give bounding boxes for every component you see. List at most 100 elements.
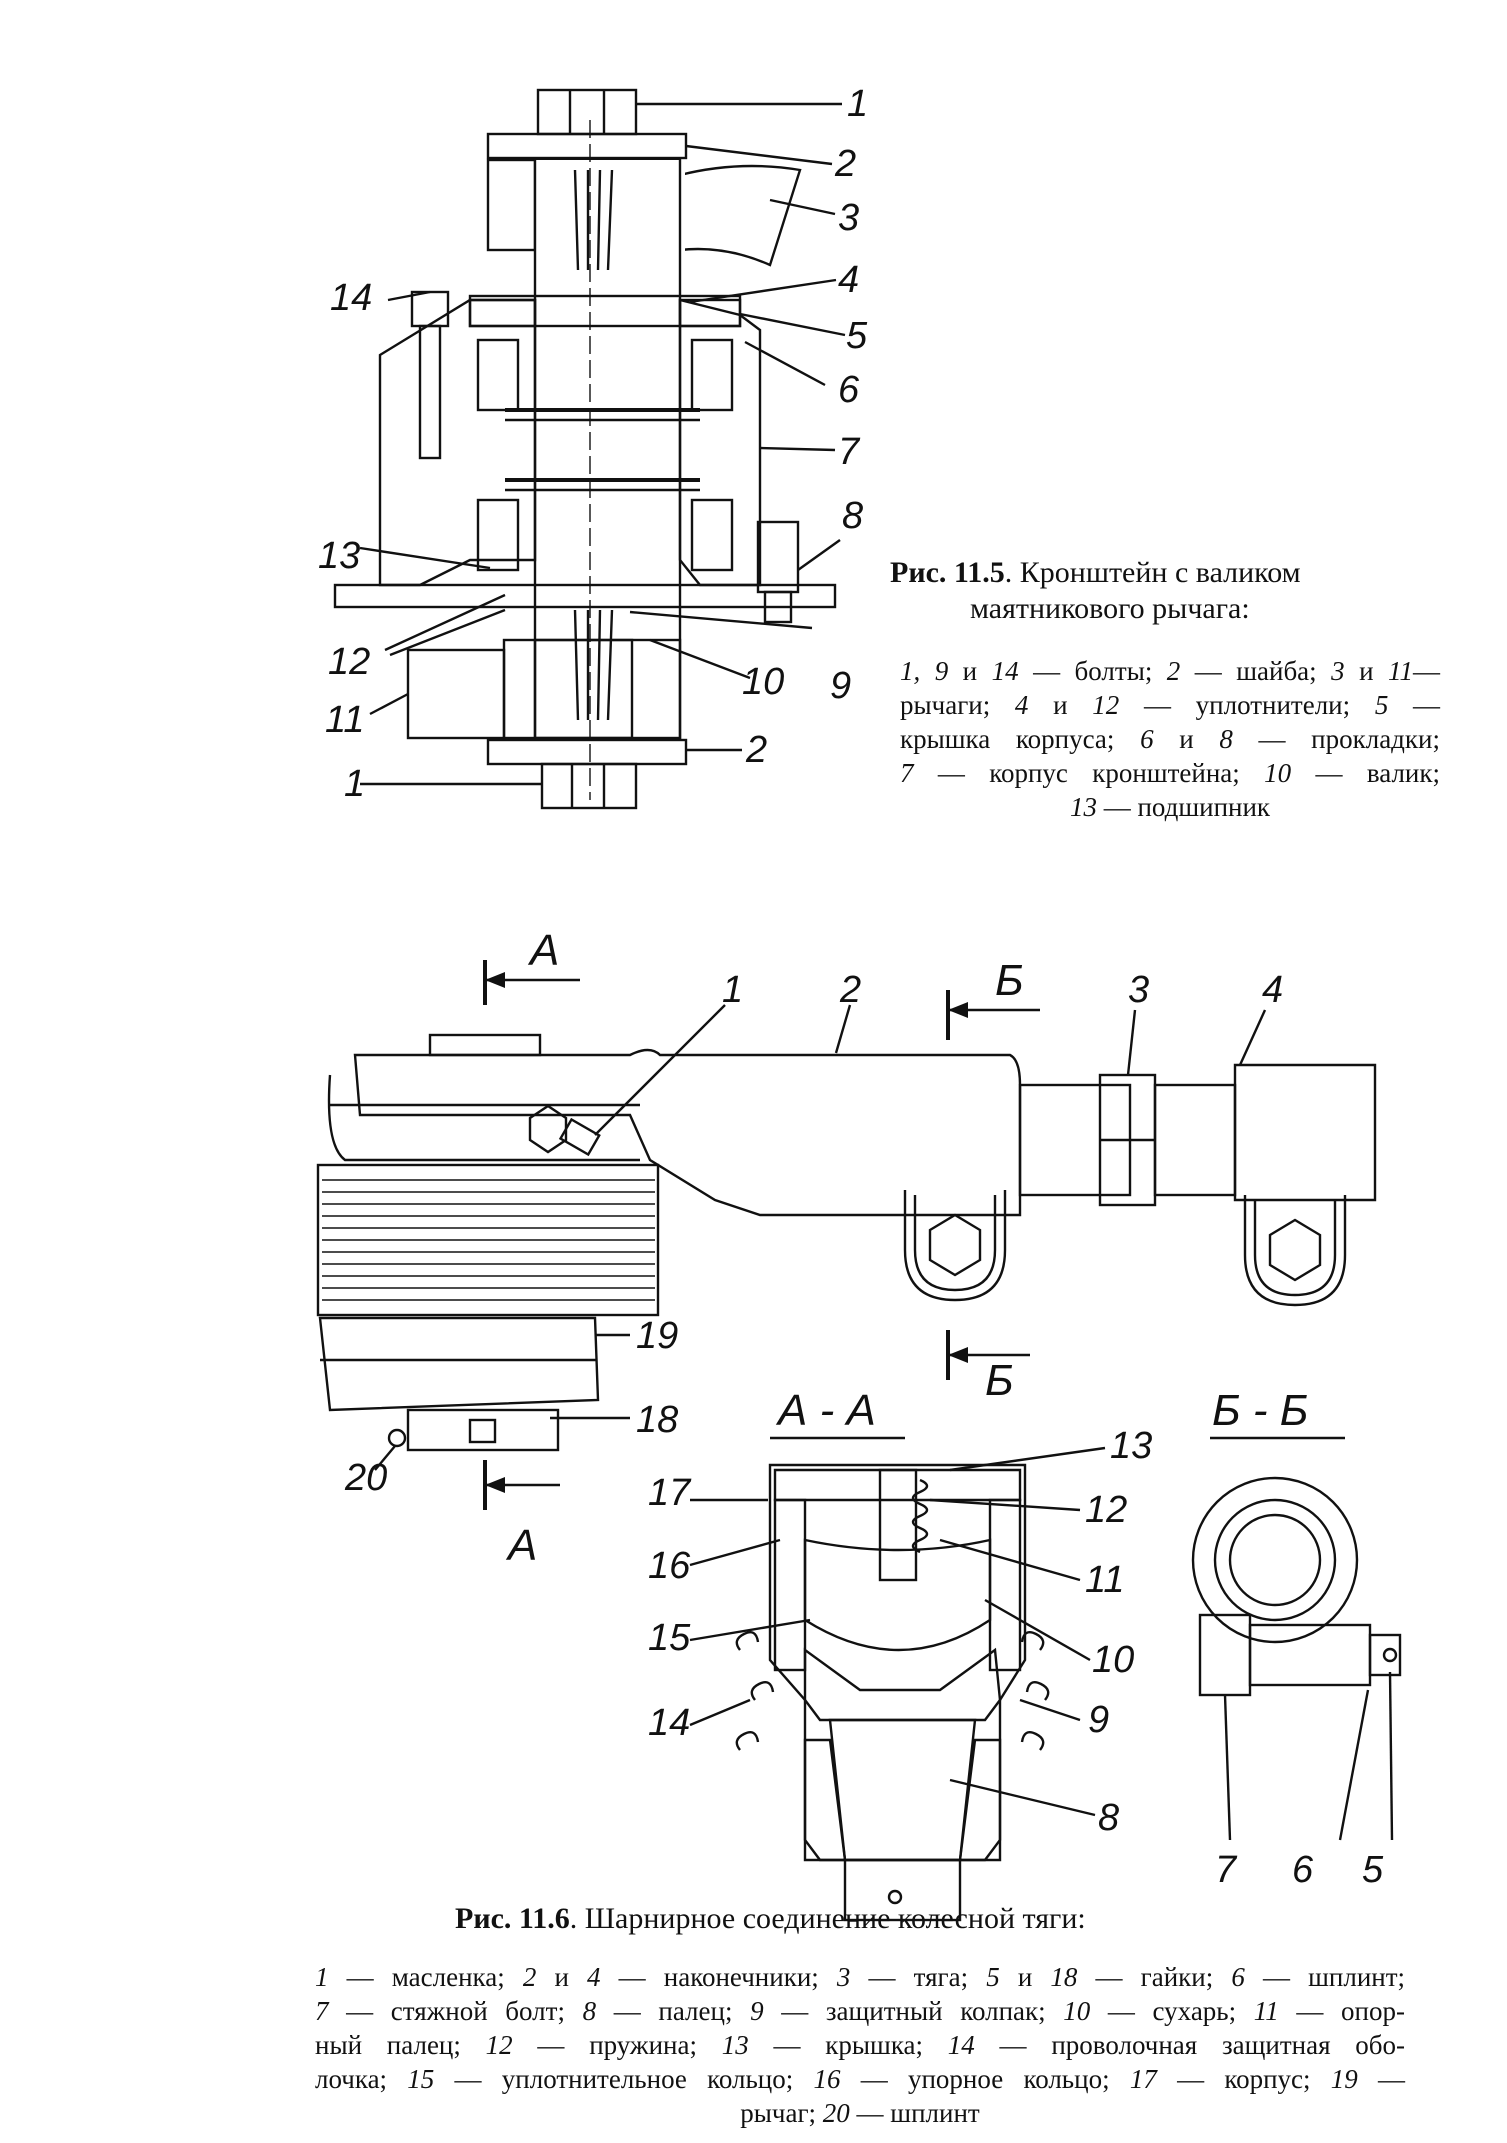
callout-fig2-15: 15 (648, 1617, 691, 1659)
fig1-number: Рис. 11.5 (890, 556, 1005, 589)
legend-line: 1 — масленка; 2 и 4 — наконечники; 3 — т… (315, 1960, 1405, 1994)
legend-text: — гайки; (1077, 1962, 1232, 1992)
legend-number: 18 (1050, 1962, 1078, 1992)
callout-fig2-12: 12 (1085, 1489, 1127, 1531)
callout-fig2-8: 8 (1098, 1797, 1119, 1839)
legend-text: — пружина; (512, 2030, 722, 2060)
fig2-caption-title: Рис. 11.6. Шарнирное соединение колесной… (455, 1902, 1355, 1936)
fig2-title: . Шарнирное соединение колесной тяги: (569, 1902, 1086, 1935)
callout-fig2-5: 5 (1362, 1849, 1384, 1891)
callout-10: 10 (742, 661, 784, 703)
spring-coils (316, 1163, 660, 1317)
legend-number: 17 (1129, 2064, 1157, 2094)
legend-number: 1 (315, 1962, 329, 1992)
legend-text: и (1344, 656, 1389, 686)
legend-number: 16 (813, 2064, 841, 2094)
callout-9: 9 (830, 665, 851, 707)
callout-fig2-9: 9 (1088, 1699, 1109, 1741)
callout-3: 3 (838, 197, 859, 239)
legend-text: и (948, 656, 992, 686)
legend-line: 7 — корпус кронштейна; 10 — валик; (900, 756, 1440, 790)
legend-text: и (536, 1962, 588, 1992)
legend-text: — упорное кольцо; (840, 2064, 1130, 2094)
section-labels: А А Б Б А - А Б - Б (505, 926, 1308, 1570)
legend-text: лочка; (315, 2064, 408, 2094)
legend-number: 8 (582, 1996, 597, 2026)
legend-text: и (999, 1962, 1051, 1992)
callout-5: 5 (846, 315, 868, 357)
legend-number: 4 (1014, 690, 1029, 720)
legend-number: 5 (986, 1962, 1000, 1992)
legend-number: 13 (1069, 792, 1097, 822)
legend-text: и (1028, 690, 1093, 720)
legend-line: рычаги; 4 и 12 — уплотнители; 5 — (900, 688, 1440, 722)
legend-number: 13 (721, 2030, 749, 2060)
fig2-number: Рис. 11.6 (455, 1902, 570, 1935)
legend-number: 6 (1231, 1962, 1245, 1992)
legend-number: 11 (1388, 656, 1414, 686)
legend-text: — корпус кронштейна; (913, 758, 1265, 788)
callout-fig2-2: 2 (839, 969, 861, 1011)
legend-text: крышка корпуса; (900, 724, 1141, 754)
legend-text: — (1413, 656, 1441, 686)
callout-fig2-7: 7 (1215, 1849, 1238, 1891)
section-letter-a-bottom: А (505, 1521, 537, 1570)
callout-fig2-17: 17 (648, 1472, 692, 1514)
legend-number: 2 (1166, 656, 1181, 686)
legend-text: — болты; (1018, 656, 1167, 686)
legend-line: 13 — подшипник (900, 790, 1440, 824)
legend-line: 7 — стяжной болт; 8 — палец; 9 — защитны… (315, 1994, 1405, 2028)
legend-number: 8 (1219, 724, 1233, 754)
callout-fig2-11: 11 (1085, 1559, 1124, 1601)
callout-fig2-19: 19 (636, 1315, 678, 1357)
callout-fig2-18: 18 (636, 1399, 678, 1441)
legend-number: 20 (822, 2098, 850, 2128)
legend-text: рычаги; (900, 690, 1015, 720)
callout-fig2-20: 20 (344, 1457, 387, 1499)
legend-number: 14 (947, 2030, 975, 2060)
legend-number: 12 (485, 2030, 513, 2060)
legend-number: 3 (836, 1962, 851, 1992)
callout-fig2-13: 13 (1110, 1425, 1152, 1467)
fig1-leaders (359, 102, 846, 786)
callout-1-top: 1 (847, 83, 868, 125)
legend-number: 5 (1374, 690, 1389, 720)
section-a-a (735, 1436, 1050, 1922)
legend-text: — уплотнители; (1119, 690, 1375, 720)
legend-text: — корпус; (1156, 2064, 1331, 2094)
callout-2-top: 2 (834, 143, 856, 185)
legend-text: — (1388, 690, 1441, 720)
callout-11: 11 (325, 699, 364, 741)
legend-text: — тяга; (850, 1962, 987, 1992)
legend-number: 15 (407, 2064, 435, 2094)
callout-fig2-3: 3 (1128, 969, 1149, 1011)
legend-line: крышка корпуса; 6 и 8 — прокладки; (900, 722, 1440, 756)
legend-number: 4 (587, 1962, 601, 1992)
callout-2-bottom: 2 (745, 729, 767, 771)
legend-text: — масленка; (328, 1962, 523, 1992)
legend-line: рычаг; 20 — шплинт (315, 2096, 1405, 2130)
legend-line: лочка; 15 — уплотнительное кольцо; 16 — … (315, 2062, 1405, 2096)
legend-number: 7 (900, 758, 914, 788)
legend-text: — опор- (1278, 1996, 1405, 2026)
legend-number: 14 (991, 656, 1019, 686)
section-markers (483, 960, 1040, 1510)
section-title-b-b: Б - Б (1212, 1386, 1308, 1435)
fig1-caption-title: Рис. 11.5. Кронштейн с валиком (890, 556, 1410, 590)
callout-1-bottom: 1 (344, 763, 365, 805)
callout-fig2-14: 14 (648, 1702, 690, 1744)
legend-number: 1, 9 (900, 656, 949, 686)
legend-text: — валик; (1291, 758, 1440, 788)
callout-fig2-16: 16 (648, 1545, 691, 1587)
legend-text: и (1153, 724, 1220, 754)
legend-text: — (1357, 2064, 1405, 2094)
legend-text: — сухарь; (1090, 1996, 1254, 2026)
legend-text: — прокладки; (1232, 724, 1441, 754)
legend-text: — шплинт; (1244, 1962, 1406, 1992)
fig1-legend: 1, 9 и 14 — болты; 2 — шайба; 3 и 11—рыч… (900, 654, 1440, 824)
legend-number: 19 (1330, 2064, 1358, 2094)
legend-line: 1, 9 и 14 — болты; 2 — шайба; 3 и 11— (900, 654, 1440, 688)
callout-fig2-1: 1 (722, 969, 743, 1011)
callout-12: 12 (328, 641, 370, 683)
legend-text: — проволочная защитная обо- (974, 2030, 1405, 2060)
